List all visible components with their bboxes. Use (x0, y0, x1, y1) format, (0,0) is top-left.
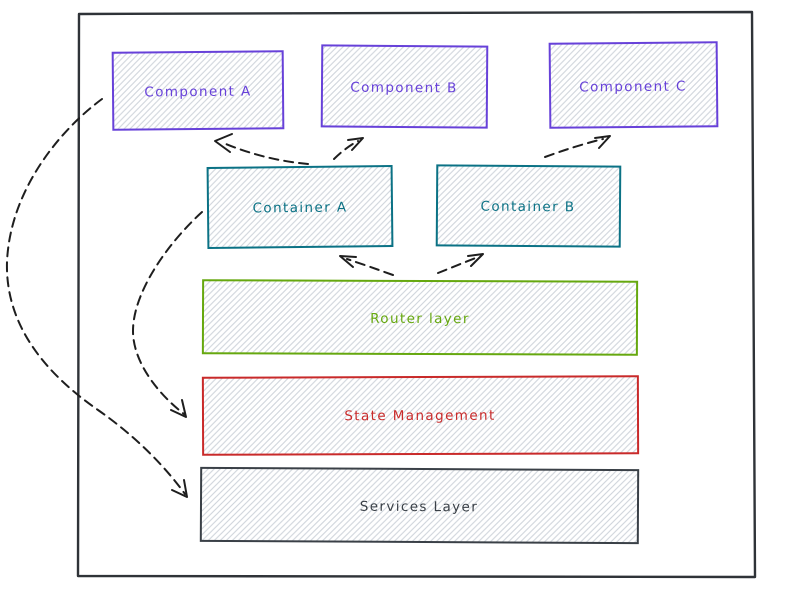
box-container-a-rect[interactable] (206, 165, 394, 249)
box-label: Component B (350, 80, 457, 97)
box-label: Component A (144, 84, 251, 101)
box-label: Component C (579, 79, 687, 96)
box-label: Container B (480, 199, 575, 216)
box-label: Container A (252, 199, 347, 216)
box-services-layer[interactable]: Services Layer (199, 466, 640, 545)
box-container-b-rect[interactable] (435, 164, 622, 248)
box-router-layer-rect[interactable] (201, 279, 639, 356)
outer-frame[interactable] (76, 10, 757, 579)
box-state-management[interactable]: State Management (201, 375, 640, 456)
arrow-router-to-container-b[interactable] (437, 253, 484, 274)
arrow-component-a-to-services[interactable] (5, 98, 188, 498)
box-component-a-rect[interactable] (111, 50, 285, 131)
box-container-a[interactable]: Container A (206, 165, 394, 249)
arrow-container-a-to-component-a[interactable] (214, 133, 309, 165)
box-component-a[interactable]: Component A (111, 50, 285, 131)
box-services-layer-rect[interactable] (199, 466, 640, 545)
arrow-router-to-container-a[interactable] (339, 255, 394, 276)
box-container-b[interactable]: Container B (435, 164, 622, 248)
box-label: Router layer (370, 311, 470, 327)
box-component-c-rect[interactable] (548, 41, 719, 129)
box-state-management-rect[interactable] (201, 375, 640, 456)
arrows-layer (5, 98, 611, 498)
arrow-container-a-to-state[interactable] (131, 211, 203, 418)
box-component-c[interactable]: Component C (548, 41, 719, 129)
box-router-layer[interactable]: Router layer (201, 279, 639, 356)
arrow-container-b-to-component-c[interactable] (544, 135, 611, 158)
box-component-b-rect[interactable] (320, 44, 489, 129)
box-component-b[interactable]: Component B (320, 44, 489, 129)
arrow-container-a-to-component-b[interactable] (333, 137, 364, 160)
box-label: State Management (344, 408, 495, 425)
box-label: Services Layer (360, 499, 479, 516)
